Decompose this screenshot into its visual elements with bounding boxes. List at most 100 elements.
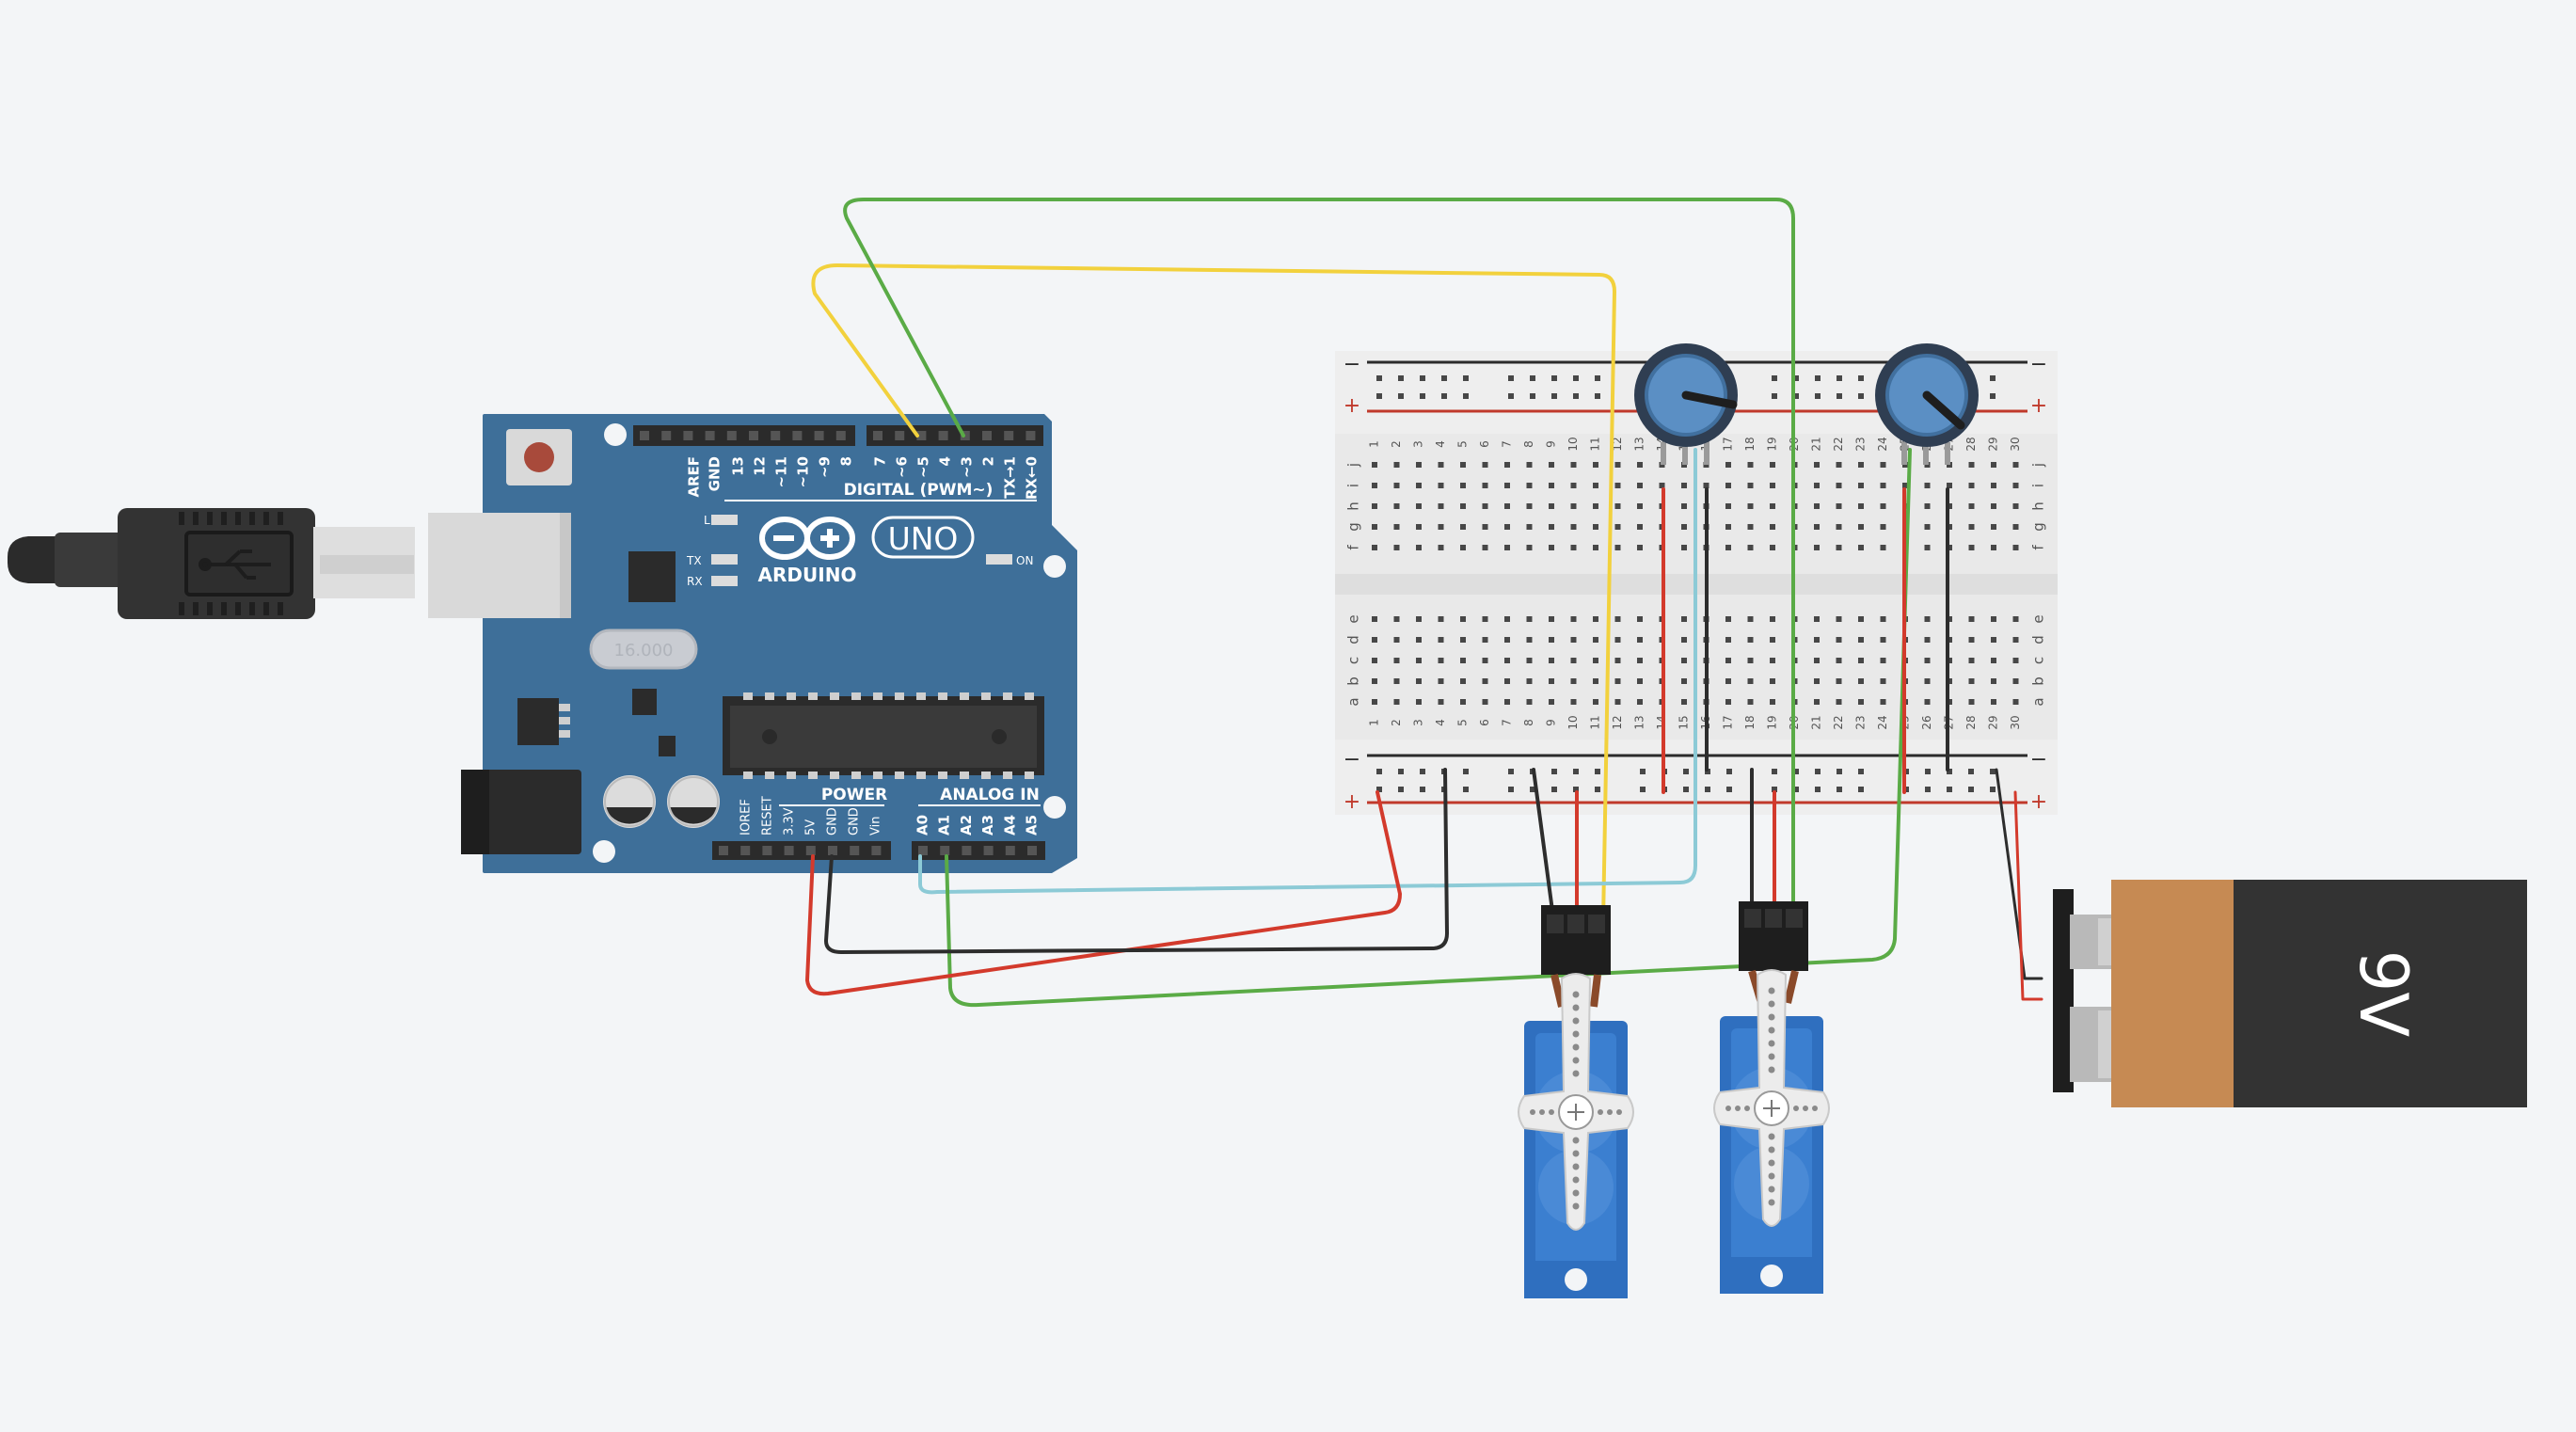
breadboard-hole[interactable] [1614,616,1621,622]
breadboard-hole[interactable] [1593,483,1598,488]
breadboard-hole[interactable] [1504,483,1510,488]
rail-hole[interactable] [1420,393,1425,399]
breadboard-hole[interactable] [1924,545,1931,550]
breadboard-hole[interactable] [1968,658,1975,663]
breadboard-hole[interactable] [1526,699,1533,705]
rail-hole[interactable] [1376,769,1382,774]
breadboard-hole[interactable] [1681,637,1687,643]
breadboard-hole[interactable] [1968,545,1975,550]
breadboard-hole[interactable] [1504,524,1510,530]
breadboard-hole[interactable] [1549,524,1554,530]
breadboard-hole[interactable] [1593,616,1598,622]
breadboard-hole[interactable] [1924,658,1931,663]
breadboard-hole[interactable] [1438,637,1444,643]
breadboard-hole[interactable] [1880,524,1886,530]
breadboard-hole[interactable] [1549,658,1554,663]
breadboard-hole[interactable] [2012,678,2019,684]
breadboard-hole[interactable] [1504,503,1510,509]
breadboard-hole[interactable] [1858,678,1864,684]
rail-hole[interactable] [1815,393,1821,399]
header-hole[interactable] [850,846,860,855]
breadboard-hole[interactable] [1858,616,1864,622]
breadboard-hole[interactable] [2012,545,2019,550]
breadboard-hole[interactable] [1880,637,1886,643]
breadboard-hole[interactable] [1858,545,1864,550]
breadboard-hole[interactable] [1968,637,1975,643]
breadboard-hole[interactable] [1393,503,1400,509]
header-hole[interactable] [749,431,758,440]
rail-hole[interactable] [1551,787,1557,792]
rail-hole[interactable] [1441,375,1447,381]
wire-red-5v[interactable] [805,790,1402,996]
breadboard-hole[interactable] [1814,637,1820,643]
breadboard-hole[interactable] [1438,503,1444,509]
breadboard-hole[interactable] [1482,524,1488,530]
breadboard-hole[interactable] [1968,462,1975,468]
breadboard-hole[interactable] [1725,483,1731,488]
breadboard-hole[interactable] [1593,524,1598,530]
rail-hole[interactable] [1815,375,1821,381]
breadboard-hole[interactable] [1393,462,1400,468]
header-hole[interactable] [962,846,972,855]
breadboard-hole[interactable] [1924,483,1931,488]
rail-hole[interactable] [1793,393,1799,399]
breadboard-hole[interactable] [1880,545,1886,550]
breadboard-hole[interactable] [1880,462,1886,468]
rail-hole[interactable] [1463,787,1469,792]
rail-hole[interactable] [1595,787,1600,792]
breadboard-hole[interactable] [1570,503,1577,509]
header-hole[interactable] [771,431,781,440]
header-hole[interactable] [740,846,751,855]
breadboard-hole[interactable] [1460,658,1466,663]
breadboard-hole[interactable] [1393,524,1400,530]
breadboard-hole[interactable] [1416,462,1422,468]
breadboard-hole[interactable] [1681,545,1687,550]
breadboard-hole[interactable] [1924,524,1931,530]
breadboard-hole[interactable] [1814,524,1820,530]
breadboard-hole[interactable] [1880,678,1886,684]
rail-hole[interactable] [1463,769,1469,774]
rail-hole[interactable] [1858,393,1864,399]
breadboard-hole[interactable] [1372,524,1377,530]
breadboard-hole[interactable] [1460,545,1466,550]
breadboard-hole[interactable] [1372,503,1377,509]
rail-hole[interactable] [1793,375,1799,381]
breadboard-hole[interactable] [1747,658,1754,663]
rail-hole[interactable] [1420,375,1425,381]
breadboard-hole[interactable] [1549,483,1554,488]
wire-cyan-a0[interactable] [918,448,1697,895]
breadboard-hole[interactable] [1526,616,1533,622]
breadboard-hole[interactable] [1393,637,1400,643]
breadboard-hole[interactable] [1770,637,1775,643]
header-hole[interactable] [873,431,883,440]
rail-hole[interactable] [1726,787,1732,792]
breadboard-hole[interactable] [1593,462,1598,468]
rail-hole[interactable] [1793,769,1799,774]
breadboard-hole[interactable] [1526,483,1533,488]
breadboard-hole[interactable] [1438,524,1444,530]
breadboard-hole[interactable] [1482,699,1488,705]
breadboard-hole[interactable] [1770,483,1775,488]
breadboard-hole[interactable] [1725,678,1731,684]
breadboard-hole[interactable] [1549,616,1554,622]
breadboard-hole[interactable] [1836,699,1842,705]
breadboard-hole[interactable] [1814,678,1820,684]
rail-hole[interactable] [1398,393,1404,399]
breadboard-hole[interactable] [1681,699,1687,705]
header-hole[interactable] [719,846,728,855]
breadboard-hole[interactable] [1549,545,1554,550]
breadboard-hole[interactable] [1637,503,1643,509]
breadboard-hole[interactable] [1836,637,1842,643]
header-hole[interactable] [661,431,672,440]
breadboard-hole[interactable] [1416,616,1422,622]
header-hole[interactable] [726,431,737,440]
rail-hole[interactable] [1990,393,1996,399]
breadboard-hole[interactable] [1614,699,1621,705]
rail-hole[interactable] [1573,769,1579,774]
breadboard-hole[interactable] [1614,462,1621,468]
breadboard-hole[interactable] [1526,503,1533,509]
digital-header-left[interactable] [633,425,855,446]
breadboard-hole[interactable] [1968,678,1975,684]
breadboard-hole[interactable] [1637,678,1643,684]
breadboard-hole[interactable] [1902,483,1908,488]
